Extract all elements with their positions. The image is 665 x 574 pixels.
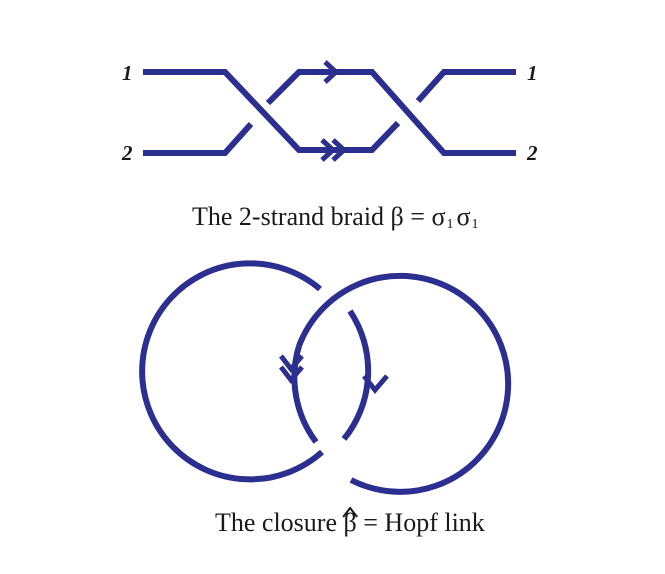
hopf-arrow-left-2 xyxy=(279,365,304,384)
closure-caption-suffix: = Hopf link xyxy=(357,508,485,537)
braid-arrow-upper xyxy=(323,60,340,84)
closure-caption-prefix: The closure xyxy=(215,508,344,537)
braid-strand-1-right xyxy=(415,69,516,104)
braid-caption-sigma-1: σ xyxy=(431,202,445,231)
strand-label-right-1: 1 xyxy=(527,61,538,85)
braid-strand-2-left xyxy=(143,121,254,156)
braid-caption-prefix: The 2-strand braid xyxy=(192,202,391,231)
hopf-left-component-inner-arc xyxy=(341,309,372,441)
closure-caption-beta: β xyxy=(344,508,357,537)
braid-caption-subscript-1: 1 xyxy=(446,217,453,232)
braid-caption-subscript-2: 1 xyxy=(471,217,478,232)
closure-caption: The closure β = Hopf link xyxy=(215,508,485,537)
braid-caption-equals: = xyxy=(404,202,432,231)
braid-strand-1-left xyxy=(143,69,401,153)
braid-arrow-lower-2 xyxy=(331,138,348,162)
braid-diagram xyxy=(143,60,516,162)
strand-label-left-1: 1 xyxy=(122,61,133,85)
hopf-left-component xyxy=(139,260,324,483)
closure-beta-hat-accent xyxy=(342,506,358,518)
braid-arrow-lower-1 xyxy=(320,138,337,162)
braid-caption-sigma-2: σ xyxy=(456,202,470,231)
strand-label-left-2: 2 xyxy=(121,141,133,165)
hopf-right-component xyxy=(296,272,512,495)
braid-caption-beta: β xyxy=(391,202,404,231)
hopf-arrow-right xyxy=(362,374,389,394)
braid-strand-2-mid xyxy=(265,69,516,156)
strand-label-right-2: 2 xyxy=(526,141,538,165)
hopf-right-component-inner-arc xyxy=(291,345,319,444)
hopf-arrow-left-1 xyxy=(279,354,304,373)
hopf-link-diagram xyxy=(139,260,512,495)
